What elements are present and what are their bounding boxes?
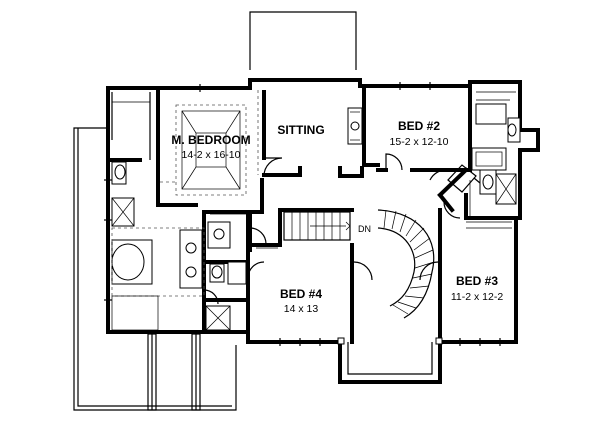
bed3-size: 11-2 x 12-2 [451,291,503,303]
left-outline [73,127,237,411]
curved-stair [377,209,435,319]
stair-down-label: DN [358,224,371,234]
master-bath [111,92,205,331]
sitting-dashes [160,90,259,183]
bay-posts [337,337,443,345]
right-bump [518,128,540,152]
straight-stair [283,211,351,241]
open-to-below-upper [249,11,357,70]
master-bedroom-size: 14-2 x 16-10 [182,149,241,161]
fireplace [347,107,363,145]
sitting-label: SITTING [277,123,324,137]
closets [210,213,512,249]
master-bedroom-label: M. BEDROOM [171,133,250,147]
bay-window [338,340,442,384]
hall-bath [205,221,247,331]
bed2-size: 15-2 x 12-10 [390,136,449,148]
exterior-walls [106,78,522,344]
lower-columns [147,333,201,411]
bed2-label: BED #2 [398,119,440,133]
tray-ceiling [175,104,247,196]
bed2-bath [469,91,521,218]
bed3-label: BED #3 [456,274,498,288]
bed4-size: 14 x 13 [284,303,319,315]
bed4-label: BED #4 [280,287,322,301]
doors [203,153,461,305]
window-ticks [104,82,501,346]
interior-walls [106,84,518,344]
